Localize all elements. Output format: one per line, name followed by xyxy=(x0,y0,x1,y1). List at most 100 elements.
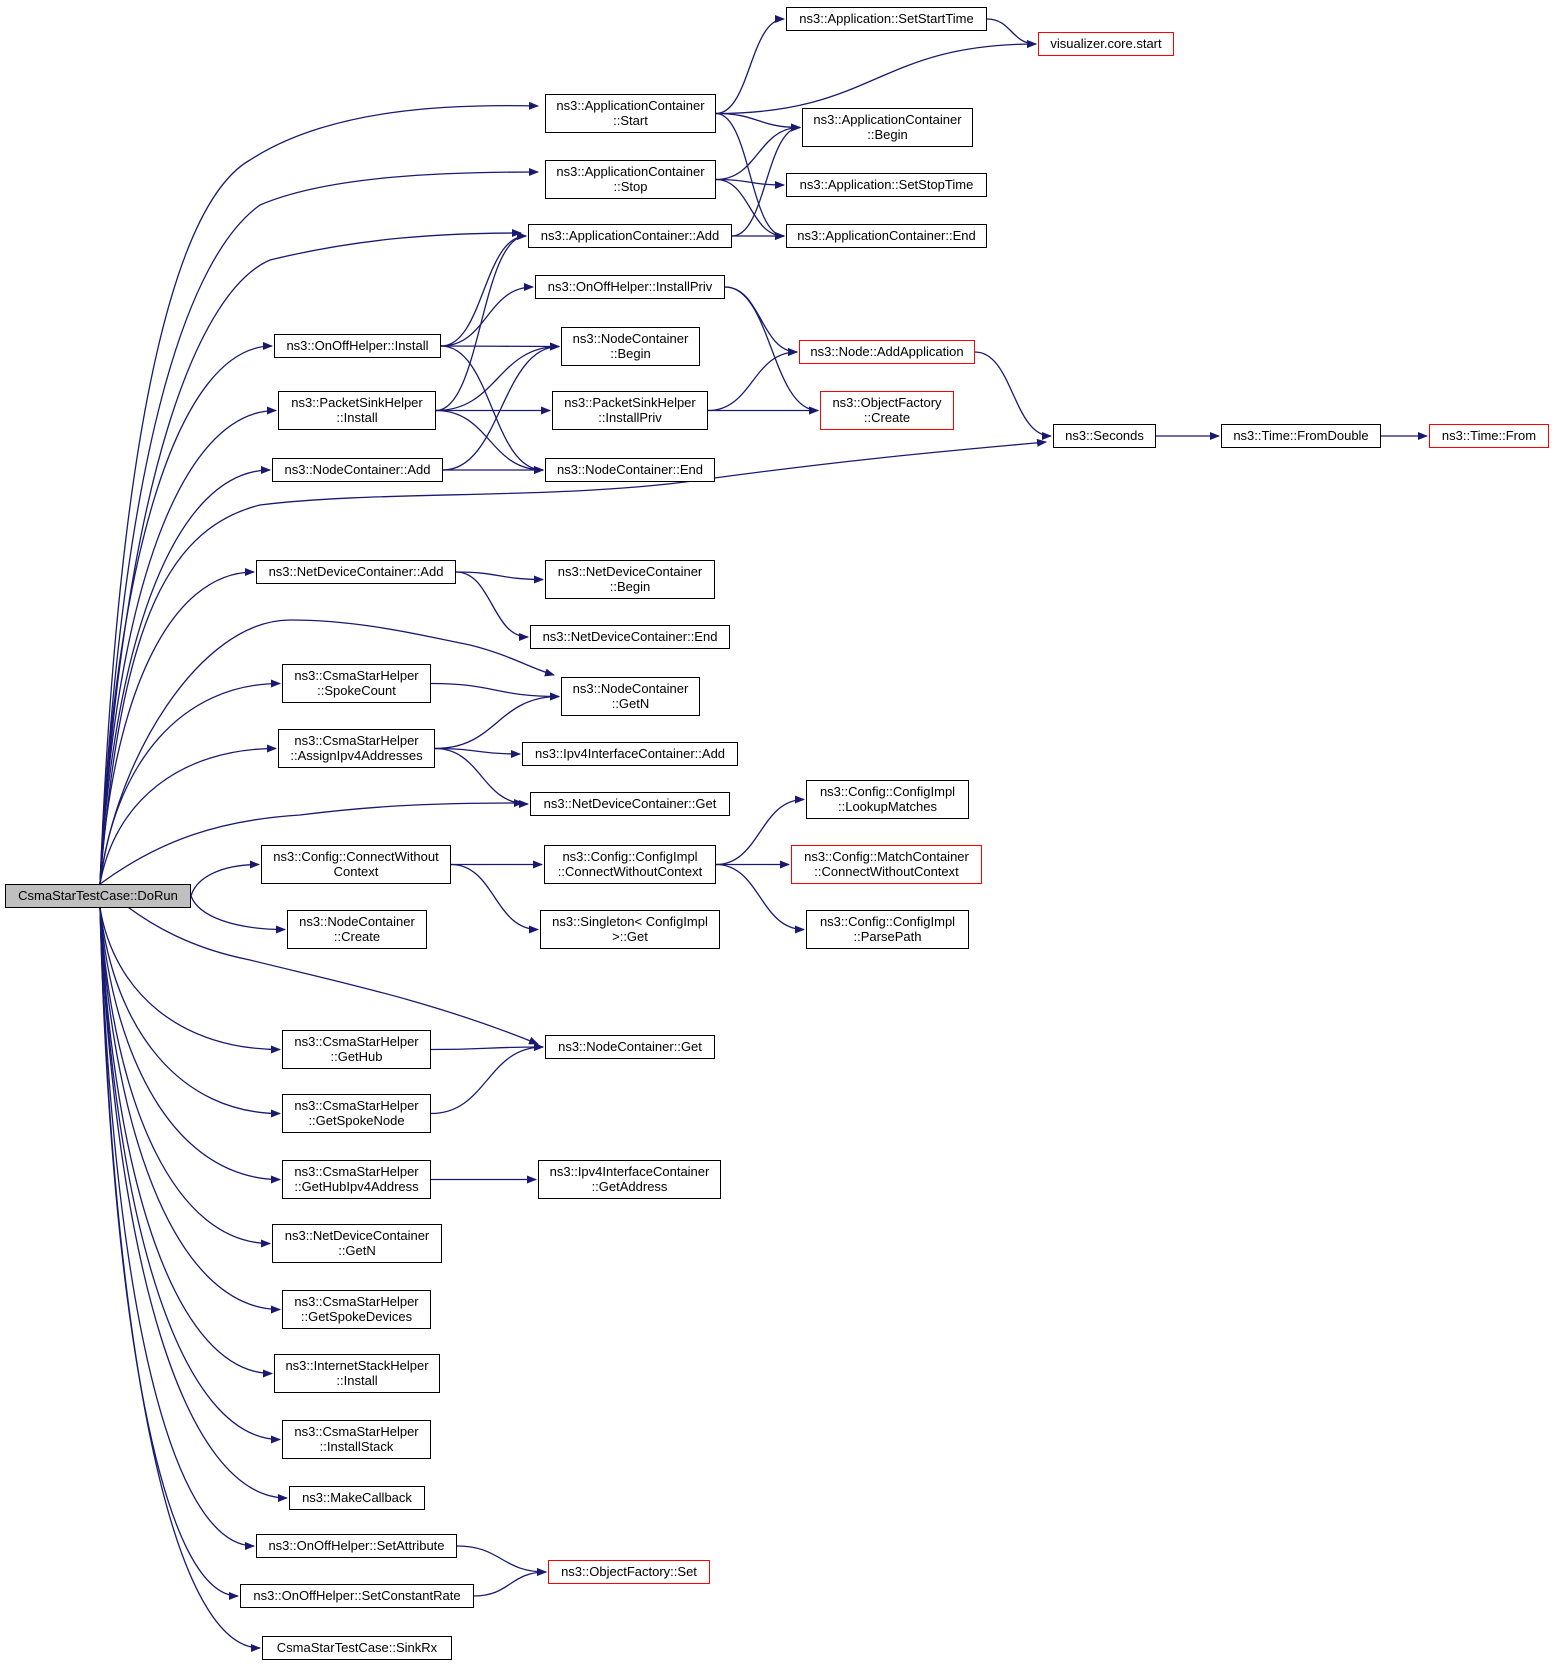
node-of-set[interactable]: ns3::ObjectFactory::Set xyxy=(548,1560,710,1584)
node-label-line: CsmaStarTestCase::SinkRx xyxy=(276,1639,438,1655)
node-csh-spokecount[interactable]: ns3::CsmaStarHelper::SpokeCount xyxy=(282,664,431,703)
node-ish-install[interactable]: ns3::InternetStackHelper::Install xyxy=(274,1354,440,1393)
node-label-line: ::Start xyxy=(613,112,648,128)
node-nc-begin[interactable]: ns3::NodeContainer::Begin xyxy=(561,327,700,366)
node-makecallback[interactable]: ns3::MakeCallback xyxy=(289,1486,425,1510)
node-nc-get[interactable]: ns3::NodeContainer::Get xyxy=(545,1035,715,1059)
call-edge-ndc_add-to-ndc_begin xyxy=(455,571,544,584)
node-cfgimpl-connect[interactable]: ns3::Config::ConfigImpl::ConnectWithoutC… xyxy=(544,845,716,884)
node-label-line: ns3::CsmaStarHelper xyxy=(294,668,419,683)
node-seconds[interactable]: ns3::Seconds xyxy=(1053,424,1156,448)
node-nc-getn[interactable]: ns3::NodeContainer::GetN xyxy=(561,677,700,716)
call-edge-dorun-to-nc_get xyxy=(99,883,539,1045)
node-sinkrx[interactable]: CsmaStarTestCase::SinkRx xyxy=(262,1636,452,1660)
node-matchcontainer[interactable]: ns3::Config::MatchContainer::ConnectWith… xyxy=(791,845,982,884)
call-edge-cfgimpl_connect-to-parsepath xyxy=(715,863,805,934)
node-parsepath[interactable]: ns3::Config::ConfigImpl::ParsePath xyxy=(806,910,969,949)
call-edge-setstarttime-to-vizstart xyxy=(986,18,1037,48)
node-nc-create[interactable]: ns3::NodeContainer::Create xyxy=(287,910,427,949)
node-label-line: ns3::ObjectFactory::Set xyxy=(561,1563,697,1579)
node-label-line: ns3::CsmaStarHelper xyxy=(294,1164,419,1179)
node-label-line: ns3::Config::ConfigImpl xyxy=(819,784,956,799)
node-ac-begin[interactable]: ns3::ApplicationContainer::Begin xyxy=(802,108,973,147)
node-csh-gethub[interactable]: ns3::CsmaStarHelper::GetHub xyxy=(282,1030,431,1069)
node-label-line: ns3::CsmaStarHelper xyxy=(294,733,419,748)
node-singleton-get[interactable]: ns3::Singleton< ConfigImpl >::Get xyxy=(540,910,720,949)
call-edge-dorun-to-seconds xyxy=(99,438,1047,885)
node-label-line: ::LookupMatches xyxy=(837,798,937,814)
call-edge-csh_assign-to-nc_getn xyxy=(434,692,560,750)
node-ac-start[interactable]: ns3::ApplicationContainer::Start xyxy=(545,94,716,133)
node-label-line: ::GetAddress xyxy=(591,1178,668,1194)
node-label-line: ns3::NodeContainer xyxy=(572,681,689,696)
node-csh-installstack[interactable]: ns3::CsmaStarHelper::InstallStack xyxy=(282,1420,431,1459)
call-edge-nc_add-to-nc_begin xyxy=(442,342,560,471)
node-onoff-install[interactable]: ns3::OnOffHelper::Install xyxy=(274,334,441,358)
node-ndc-getn[interactable]: ns3::NetDeviceContainer::GetN xyxy=(272,1224,442,1263)
node-label-line: ::Install xyxy=(336,1372,378,1388)
node-ps-installpriv[interactable]: ns3::PacketSinkHelper::InstallPriv xyxy=(552,391,708,430)
node-onoff-setattr[interactable]: ns3::OnOffHelper::SetAttribute xyxy=(256,1534,457,1558)
node-csh-getspokenode[interactable]: ns3::CsmaStarHelper::GetSpokeNode xyxy=(282,1094,431,1133)
call-edge-dorun-to-onoff_setattr xyxy=(99,907,255,1550)
node-label-line: ns3::CsmaStarHelper xyxy=(294,1294,419,1309)
node-label-line: ::Begin xyxy=(609,578,651,594)
node-csh-getspokedev[interactable]: ns3::CsmaStarHelper::GetSpokeDevices xyxy=(282,1290,431,1329)
node-label-line: ns3::ApplicationContainer::Add xyxy=(540,227,720,243)
call-edge-dorun-to-csh_gethub xyxy=(99,907,281,1054)
call-edge-ac_start-to-setstarttime xyxy=(715,15,785,115)
node-label-line: ns3::Ipv4InterfaceContainer xyxy=(549,1164,710,1179)
node-label-line: ::ParsePath xyxy=(853,928,922,944)
node-csh-assign[interactable]: ns3::CsmaStarHelper::AssignIpv4Addresses xyxy=(278,729,435,768)
node-ipv4ic-getaddr[interactable]: ns3::Ipv4InterfaceContainer::GetAddress xyxy=(538,1160,721,1199)
node-label-line: ns3::NodeContainer::Get xyxy=(558,1038,702,1054)
call-edge-csh_spokecount-to-nc_getn xyxy=(430,682,560,701)
call-edge-dorun-to-csh_spokecount xyxy=(99,679,281,885)
node-ndc-add[interactable]: ns3::NetDeviceContainer::Add xyxy=(256,560,456,584)
node-ipv4ic-add[interactable]: ns3::Ipv4InterfaceContainer::Add xyxy=(522,742,738,766)
call-edge-ac_start-to-ac_end xyxy=(715,112,785,240)
node-onoff-setrate[interactable]: ns3::OnOffHelper::SetConstantRate xyxy=(240,1584,474,1608)
node-label-line: ns3::Config::ConnectWithout xyxy=(273,849,439,864)
node-label-line: Context xyxy=(333,863,379,879)
node-label-line: ns3::InternetStackHelper xyxy=(285,1358,429,1373)
call-edge-csh_assign-to-ipv4ic_add xyxy=(434,747,521,758)
node-setstoptime[interactable]: ns3::Application::SetStopTime xyxy=(786,173,987,197)
node-ndc-get[interactable]: ns3::NetDeviceContainer::Get xyxy=(530,792,730,816)
node-csh-gethubipv4[interactable]: ns3::CsmaStarHelper::GetHubIpv4Address xyxy=(282,1160,431,1199)
node-label-line: ns3::OnOffHelper::SetAttribute xyxy=(268,1537,445,1553)
call-edge-onoff_install-to-onoff_installpriv xyxy=(440,283,534,347)
node-nc-add[interactable]: ns3::NodeContainer::Add xyxy=(272,458,443,482)
node-ndc-end[interactable]: ns3::NetDeviceContainer::End xyxy=(530,625,730,649)
call-edge-onoff_setattr-to-of_set xyxy=(456,1545,547,1576)
node-label-line: ns3::NetDeviceContainer::Get xyxy=(543,795,717,811)
node-label-line: ns3::CsmaStarHelper xyxy=(294,1098,419,1113)
node-nc-end[interactable]: ns3::NodeContainer::End xyxy=(545,458,715,482)
node-ac-stop[interactable]: ns3::ApplicationContainer::Stop xyxy=(545,160,716,199)
node-vizstart[interactable]: visualizer.core.start xyxy=(1038,32,1174,56)
node-onoff-installpriv[interactable]: ns3::OnOffHelper::InstallPriv xyxy=(535,275,725,299)
node-ndc-begin[interactable]: ns3::NetDeviceContainer::Begin xyxy=(545,560,715,599)
node-dorun[interactable]: CsmaStarTestCase::DoRun xyxy=(5,884,191,908)
node-label-line: ns3::ApplicationContainer xyxy=(556,98,705,113)
call-edge-csh_gethub-to-nc_get xyxy=(430,1043,544,1052)
call-edge-ac_stop-to-ac_begin xyxy=(715,123,801,181)
node-node-addapp[interactable]: ns3::Node::AddApplication xyxy=(799,340,975,364)
node-fromdouble[interactable]: ns3::Time::FromDouble xyxy=(1221,424,1381,448)
call-edge-ac_add-to-ac_begin xyxy=(731,123,801,237)
node-lookupmatches[interactable]: ns3::Config::ConfigImpl::LookupMatches xyxy=(806,780,969,819)
call-edge-dorun-to-onoff_install xyxy=(99,342,273,885)
node-label-line: ns3::NodeContainer xyxy=(572,331,689,346)
node-label-line: ::ConnectWithoutContext xyxy=(814,863,959,879)
node-label-line: ::AssignIpv4Addresses xyxy=(290,747,423,763)
call-edge-ps_install-to-nc_end xyxy=(435,409,544,474)
node-time-from[interactable]: ns3::Time::From xyxy=(1429,424,1549,448)
node-ac-add[interactable]: ns3::ApplicationContainer::Add xyxy=(528,224,732,248)
node-of-create[interactable]: ns3::ObjectFactory::Create xyxy=(820,391,954,430)
node-setstarttime[interactable]: ns3::Application::SetStartTime xyxy=(786,7,987,31)
node-ps-install[interactable]: ns3::PacketSinkHelper::Install xyxy=(278,391,436,430)
node-ac-end[interactable]: ns3::ApplicationContainer::End xyxy=(786,224,987,248)
node-label-line: ns3::ObjectFactory xyxy=(832,395,942,410)
